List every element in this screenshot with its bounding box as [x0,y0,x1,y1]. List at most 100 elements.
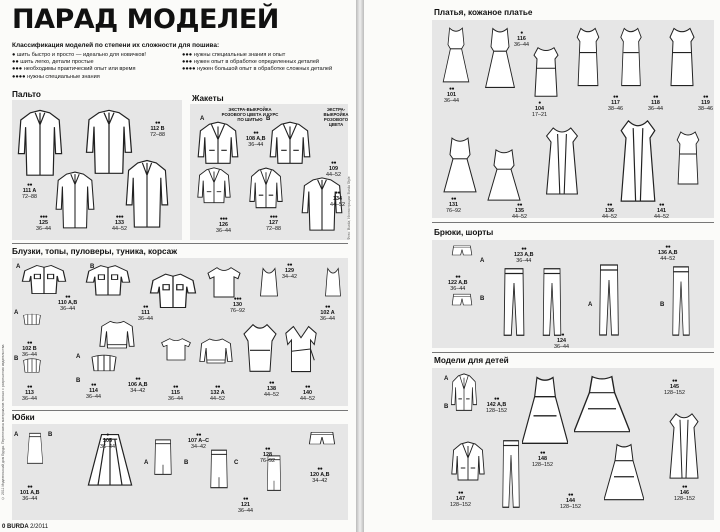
model-j3 [196,166,232,210]
difficulty-dots: ●● [27,484,33,490]
model-d7 [440,134,480,196]
model-number: 106 A,B [128,382,148,388]
garment-sketch [443,137,477,193]
difficulty-dots: ●● [26,340,33,346]
size-range: 44–52 [660,256,676,262]
garment-sketch [23,358,41,373]
garment-sketch [26,432,44,464]
garment-sketch [85,109,133,174]
variant-letter: A [444,376,449,382]
model-number: 133 [115,220,124,226]
model-b1 [20,262,68,304]
difficulty-dots: ●●● [233,296,242,302]
section-band [12,424,348,520]
size-range: 36–44 [138,316,153,322]
difficulty-dots: ●●● [219,216,228,222]
difficulty-dots: ●● [567,492,574,498]
difficulty-dots: ●● [317,466,323,472]
size-range: 36–44 [22,396,37,402]
size-range: 36–44 [444,98,459,104]
difficulty-dots: ●● [286,262,293,268]
garment-sketch [599,264,619,336]
model-number: 120 A,B [310,472,330,478]
model-number: 105 [103,438,112,444]
size-range: 36–44 [514,42,529,48]
garment-sketch [576,27,600,87]
left-page: ПАРАД МОДЕЛЕЙ Классификация моделей по с… [0,0,357,532]
model-b5 [318,266,348,306]
variant-letter: B [480,296,485,302]
model-number: 142 A,B [486,402,507,408]
difficulty-dots: ●● [521,246,527,252]
garment-sketch [451,293,473,306]
model-number: 112 B [150,126,165,132]
section-title-kids: Модели для детей [434,356,509,365]
model-number: 121 [241,502,250,508]
model-s5 [304,430,340,458]
model-d4 [570,24,606,90]
size-range: 36–44 [100,444,115,450]
size-range: 128–152 [450,502,471,508]
garment-sketch [210,449,228,489]
variant-letter: B [76,378,81,384]
divider [432,222,714,223]
model-c3 [54,170,96,232]
size-range: 44–52 [512,214,527,220]
model-k5 [522,372,568,446]
model-kidsdress-extra [664,410,704,482]
model-tank-extra [252,266,286,306]
model-number: 146 [680,490,689,496]
size-range: 36–44 [36,226,51,232]
model-b6 [18,312,46,332]
size-range: 128–152 [532,462,553,468]
difficulty-dots: ●● [26,182,33,188]
model-t1 [448,244,476,266]
model-d3 [526,44,566,100]
model-k1 [450,372,478,418]
legend-row: ●●● нужны специальные знания и опыт [182,52,286,58]
variant-letter: C [234,460,239,466]
variant-letter: A [76,354,81,360]
difficulty-dots: ●● [196,432,202,438]
size-range: 38–46 [608,106,623,112]
model-number: 104 [535,106,544,112]
model-j1 [196,120,240,172]
garment-sketch [243,323,277,372]
difficulty-dots: ●● [26,384,33,390]
section-title-trousers: Брюки, шорты [434,228,494,237]
legend-row: ●●●● нужен большой опыт в обработке слож… [182,66,333,73]
size-range: 36–44 [22,352,37,358]
garment-sketch [669,27,695,87]
section-title-jackets: Жакеты [192,94,224,103]
size-range: 36–44 [554,344,569,350]
model-number: 144 [566,498,575,504]
model-number: 134 [333,196,342,202]
size-range: 36–44 [86,394,101,400]
model-number: 118 [651,100,660,106]
size-range: 36–44 [450,286,466,292]
size-range: 128–152 [560,504,581,510]
difficulty-dots: ●● [455,274,461,280]
difficulty-dots: ●● [457,490,464,496]
garment-sketch [442,27,470,83]
garment-sketch [161,338,191,361]
model-number: 126 [219,222,228,228]
variant-letter: A [144,460,149,466]
garment-sketch [574,375,630,433]
garment-sketch [502,440,520,508]
difficulty-dots: ● [520,30,523,36]
difficulty-dots: ●● [702,94,709,100]
model-d8 [484,146,524,204]
model-number: 131 [449,202,458,208]
variant-letter: B [444,404,449,410]
model-b13 [282,322,320,376]
garment-sketch [485,27,515,89]
